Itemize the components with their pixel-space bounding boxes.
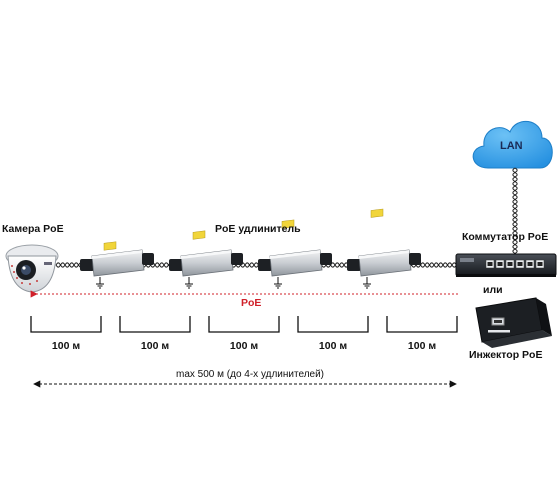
segment-length-label: 100 м — [140, 340, 170, 352]
segment-length-label: 100 м — [407, 340, 437, 352]
extender-icon — [80, 241, 154, 289]
max-distance-label: max 500 м (до 4-х удлинителей) — [176, 369, 325, 380]
segment-bracket — [386, 316, 458, 333]
injector-icon — [475, 297, 552, 348]
switch-label: Коммутатор PoE — [462, 231, 549, 243]
dome-camera-icon — [5, 244, 59, 293]
segment-bracket — [119, 316, 191, 333]
segment-bracket — [30, 316, 102, 333]
segment-length-label: 100 м — [51, 340, 81, 352]
extender-icon — [258, 219, 332, 289]
ground-icon — [96, 277, 104, 289]
or-label: или — [483, 284, 503, 296]
injector-label: Инжектор PoE — [469, 349, 543, 361]
camera-label: Камера PoE — [2, 223, 64, 235]
extender-icon — [169, 230, 243, 289]
switch-icon — [455, 253, 557, 277]
segment-length-label: 100 м — [318, 340, 348, 352]
distance-brackets — [30, 316, 458, 333]
ground-icon — [363, 277, 371, 289]
segment-bracket — [297, 316, 369, 333]
poe-arrow-label: PoE — [241, 297, 262, 309]
extender-icon — [347, 208, 421, 289]
segment-length-label: 100 м — [229, 340, 259, 352]
extender-label: PoE удлинитель — [215, 223, 301, 235]
lan-cable — [512, 167, 518, 255]
cloud-icon — [472, 121, 553, 169]
cloud-label: LAN — [500, 140, 523, 152]
ground-icon — [274, 277, 282, 289]
segment-bracket — [208, 316, 280, 333]
ground-icon — [185, 277, 193, 289]
extenders-group — [80, 208, 421, 289]
